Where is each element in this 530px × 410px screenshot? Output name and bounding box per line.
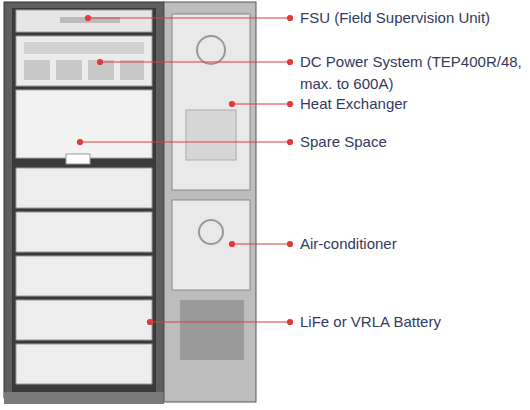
callout-label: Heat Exchanger: [300, 93, 525, 115]
leader-line: [232, 103, 290, 104]
leader-dot: [288, 242, 293, 247]
leader-line: [150, 321, 290, 322]
leader-dot: [288, 140, 293, 145]
battery: [16, 168, 152, 208]
callout-label: Air-conditioner: [300, 233, 525, 255]
leader-line: [100, 61, 290, 62]
spare-bracket: [66, 154, 90, 164]
door-panel: [180, 300, 244, 360]
leader-line: [88, 17, 290, 18]
leader-dot: [78, 140, 83, 145]
cabinet-base: [4, 392, 164, 404]
heat-exchanger: [172, 14, 250, 190]
leader-dot: [86, 16, 91, 21]
fan-symbol: [199, 220, 223, 244]
fan-symbol: [197, 36, 225, 64]
battery: [16, 256, 152, 296]
leader-line: [232, 243, 290, 244]
rectifier: [120, 60, 144, 80]
exchanger-grille: [186, 110, 236, 160]
dc-power-unit: [16, 36, 152, 86]
leader-dot: [230, 242, 235, 247]
rectifier: [88, 60, 114, 80]
leader-dot: [288, 102, 293, 107]
battery: [16, 212, 152, 252]
spare-space: [16, 90, 152, 158]
leader-dot: [98, 60, 103, 65]
rack-interior: [12, 8, 156, 392]
fsu-unit: [16, 10, 152, 32]
leader-dot: [288, 16, 293, 21]
battery: [16, 344, 152, 384]
leader-line: [80, 141, 290, 142]
callout-label: Spare Space: [300, 131, 525, 153]
rectifier: [24, 60, 50, 80]
callout-label: DC Power System (TEP400R/48, max. to 600…: [300, 51, 525, 95]
leader-dot: [148, 320, 153, 325]
battery: [16, 300, 152, 340]
callout-label: LiFe or VRLA Battery: [300, 311, 525, 333]
leader-dot: [288, 60, 293, 65]
air-conditioner: [172, 200, 250, 290]
leader-dot: [288, 320, 293, 325]
leader-dot: [230, 102, 235, 107]
callout-label: FSU (Field Supervision Unit): [300, 7, 525, 29]
rectifier: [56, 60, 82, 80]
dc-power-detail: [24, 42, 144, 54]
